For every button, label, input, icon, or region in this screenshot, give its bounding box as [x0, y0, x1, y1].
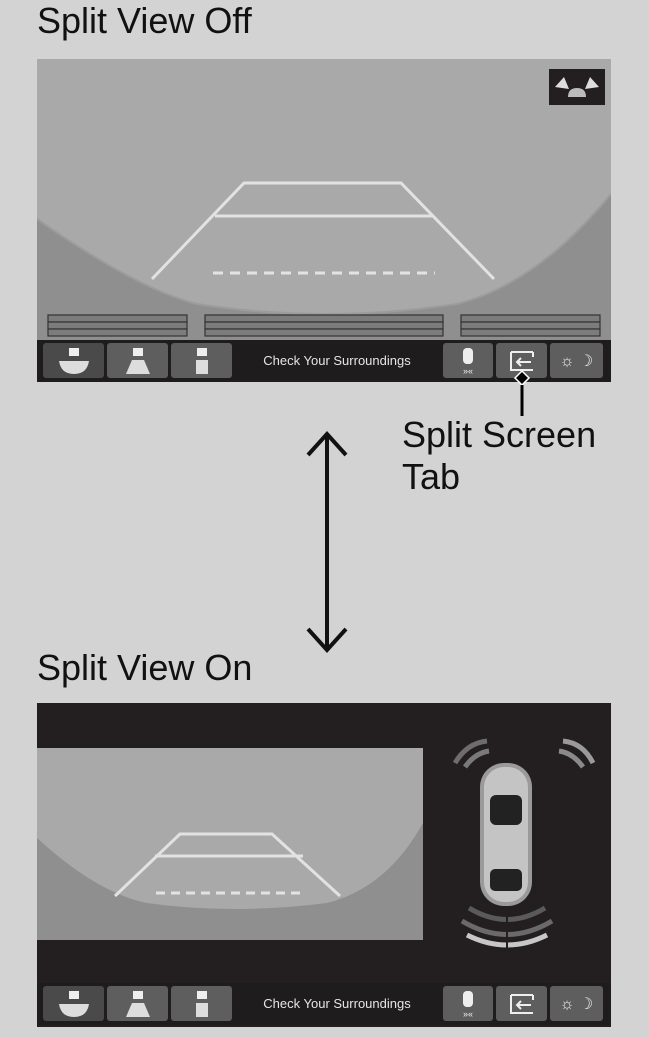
split-screen-tab[interactable]: [496, 986, 547, 1021]
camera-toolbar: Check Your Surroundings »« ☼ ☽: [37, 983, 611, 1025]
callout-line-2: Tab: [402, 456, 461, 497]
split-view-on-title: Split View On: [37, 647, 253, 688]
parking-sensor-icon: »«: [463, 990, 473, 1019]
sensor-bars: [47, 314, 601, 337]
day-night-icon: ☼ ☽: [559, 352, 594, 370]
wide-view-button[interactable]: [43, 343, 104, 378]
split-screen-icon: [509, 993, 534, 1014]
split-screen-tab-callout: Split Screen Tab: [402, 414, 596, 498]
camera-screen-split-on: Check Your Surroundings »« ☼ ☽: [37, 703, 611, 1027]
wide-view-icon: [58, 990, 89, 1017]
status-text: Check Your Surroundings: [263, 996, 411, 1011]
day-night-button[interactable]: ☼ ☽: [550, 986, 603, 1021]
double-arrow-icon: [306, 431, 348, 653]
callout-pointer: [513, 369, 531, 416]
callout-line-1: Split Screen: [402, 414, 597, 455]
svg-text:»«: »«: [463, 1009, 473, 1019]
day-night-icon: ☼ ☽: [559, 995, 594, 1013]
top-down-view-button[interactable]: [171, 343, 232, 378]
parking-guide-lines: [113, 832, 342, 898]
parking-guide-lines: [150, 181, 496, 281]
parking-sensor-button[interactable]: »«: [443, 986, 493, 1021]
rear-camera-view: [37, 69, 611, 340]
rear-camera-view: [37, 748, 423, 940]
status-text: Check Your Surroundings: [263, 353, 411, 368]
normal-view-icon: [125, 990, 150, 1017]
normal-view-button[interactable]: [107, 343, 168, 378]
normal-view-icon: [125, 347, 150, 374]
camera-toolbar: Check Your Surroundings »« ☼ ☽: [37, 340, 611, 382]
split-view-off-title: Split View Off: [37, 0, 252, 41]
split-screen-icon: [509, 350, 534, 371]
camera-screen-split-off: Check Your Surroundings »« ☼ ☽: [37, 59, 611, 382]
top-down-view-icon: [195, 990, 208, 1017]
wide-view-button[interactable]: [43, 986, 104, 1021]
parking-sensor-icon: »«: [463, 347, 473, 376]
top-down-view-button[interactable]: [171, 986, 232, 1021]
normal-view-button[interactable]: [107, 986, 168, 1021]
parking-sensor-arcs: [452, 738, 596, 953]
svg-text:»«: »«: [463, 366, 473, 376]
car-top-view-icon: [480, 763, 532, 906]
parking-sensor-button[interactable]: »«: [443, 343, 493, 378]
sensor-indicator-icon: [549, 69, 605, 105]
day-night-button[interactable]: ☼ ☽: [550, 343, 603, 378]
top-down-view-icon: [195, 347, 208, 374]
wide-view-icon: [58, 347, 89, 374]
